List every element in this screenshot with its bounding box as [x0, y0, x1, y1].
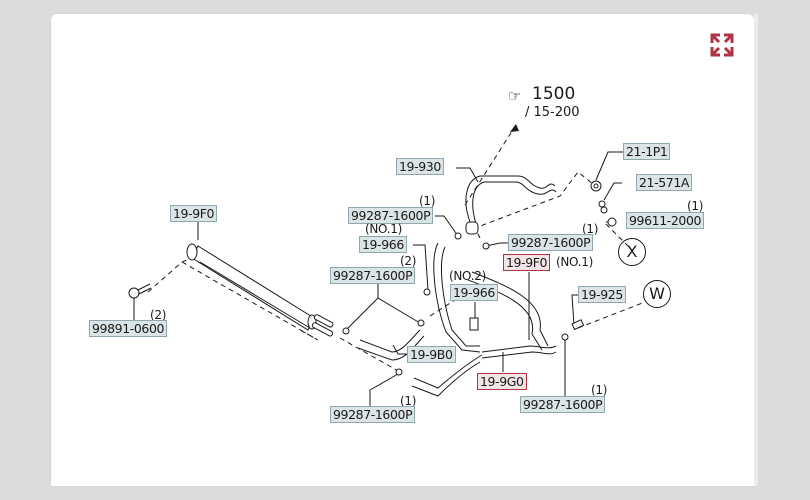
- part-label-19-9g0[interactable]: 19-9G0: [477, 373, 527, 390]
- part-label-99287-1600p-e[interactable]: 99287-1600P: [520, 396, 606, 413]
- qty-99287-c: (2): [400, 254, 417, 268]
- reference-sub: / 15-200: [525, 105, 580, 120]
- note-19-966-no1: (NO.1): [365, 222, 402, 236]
- reference-number: 1500: [532, 84, 576, 104]
- part-label-99287-1600p-d[interactable]: 99287-1600P: [330, 406, 416, 423]
- part-label-21-1p1[interactable]: 21-1P1: [623, 143, 671, 160]
- oil-cooler-shape: [186, 243, 334, 337]
- clamps: [342, 180, 617, 376]
- scrollbar-track[interactable]: [754, 14, 758, 486]
- part-label-99287-1600p-c[interactable]: 99287-1600P: [330, 267, 416, 284]
- part-label-19-9b0[interactable]: 19-9B0: [407, 346, 456, 363]
- qty-99287-d: (1): [400, 394, 417, 408]
- part-label-19-930[interactable]: 19-930: [396, 158, 444, 175]
- part-label-19-925[interactable]: 19-925: [578, 286, 626, 303]
- bolt-shape: [128, 283, 152, 299]
- part-label-21-571a[interactable]: 21-571A: [636, 174, 693, 191]
- qty-99287-b: (1): [582, 222, 599, 236]
- part-label-99287-1600p-b[interactable]: 99287-1600P: [508, 234, 594, 251]
- pointing-hand-icon: ☞: [508, 87, 522, 105]
- qty-99891: (2): [150, 308, 167, 322]
- qty-99287-a: (1): [419, 194, 436, 208]
- qty-99611: (1): [687, 199, 704, 213]
- leader-lines: [133, 151, 623, 406]
- arrow-head: [510, 124, 519, 132]
- part-label-99611-2000[interactable]: 99611-2000: [626, 212, 705, 229]
- part-label-19-966-no2[interactable]: 19-966: [450, 284, 498, 301]
- note-19-9f0-no1: (NO.1): [556, 255, 593, 269]
- part-label-19-966-no1[interactable]: 19-966: [359, 236, 407, 253]
- circled-x: X: [618, 238, 646, 266]
- note-19-966-no2: (NO.2): [449, 269, 486, 283]
- part-label-99287-1600p-a[interactable]: 99287-1600P: [348, 207, 434, 224]
- qty-99287-e: (1): [591, 383, 608, 397]
- part-label-99891-0600[interactable]: 99891-0600: [89, 320, 168, 337]
- part-label-19-9f0-highlight[interactable]: 19-9F0: [503, 254, 551, 271]
- expand-arrows-icon[interactable]: [708, 31, 736, 59]
- circled-w: W: [643, 280, 671, 308]
- part-label-19-9f0[interactable]: 19-9F0: [170, 205, 218, 222]
